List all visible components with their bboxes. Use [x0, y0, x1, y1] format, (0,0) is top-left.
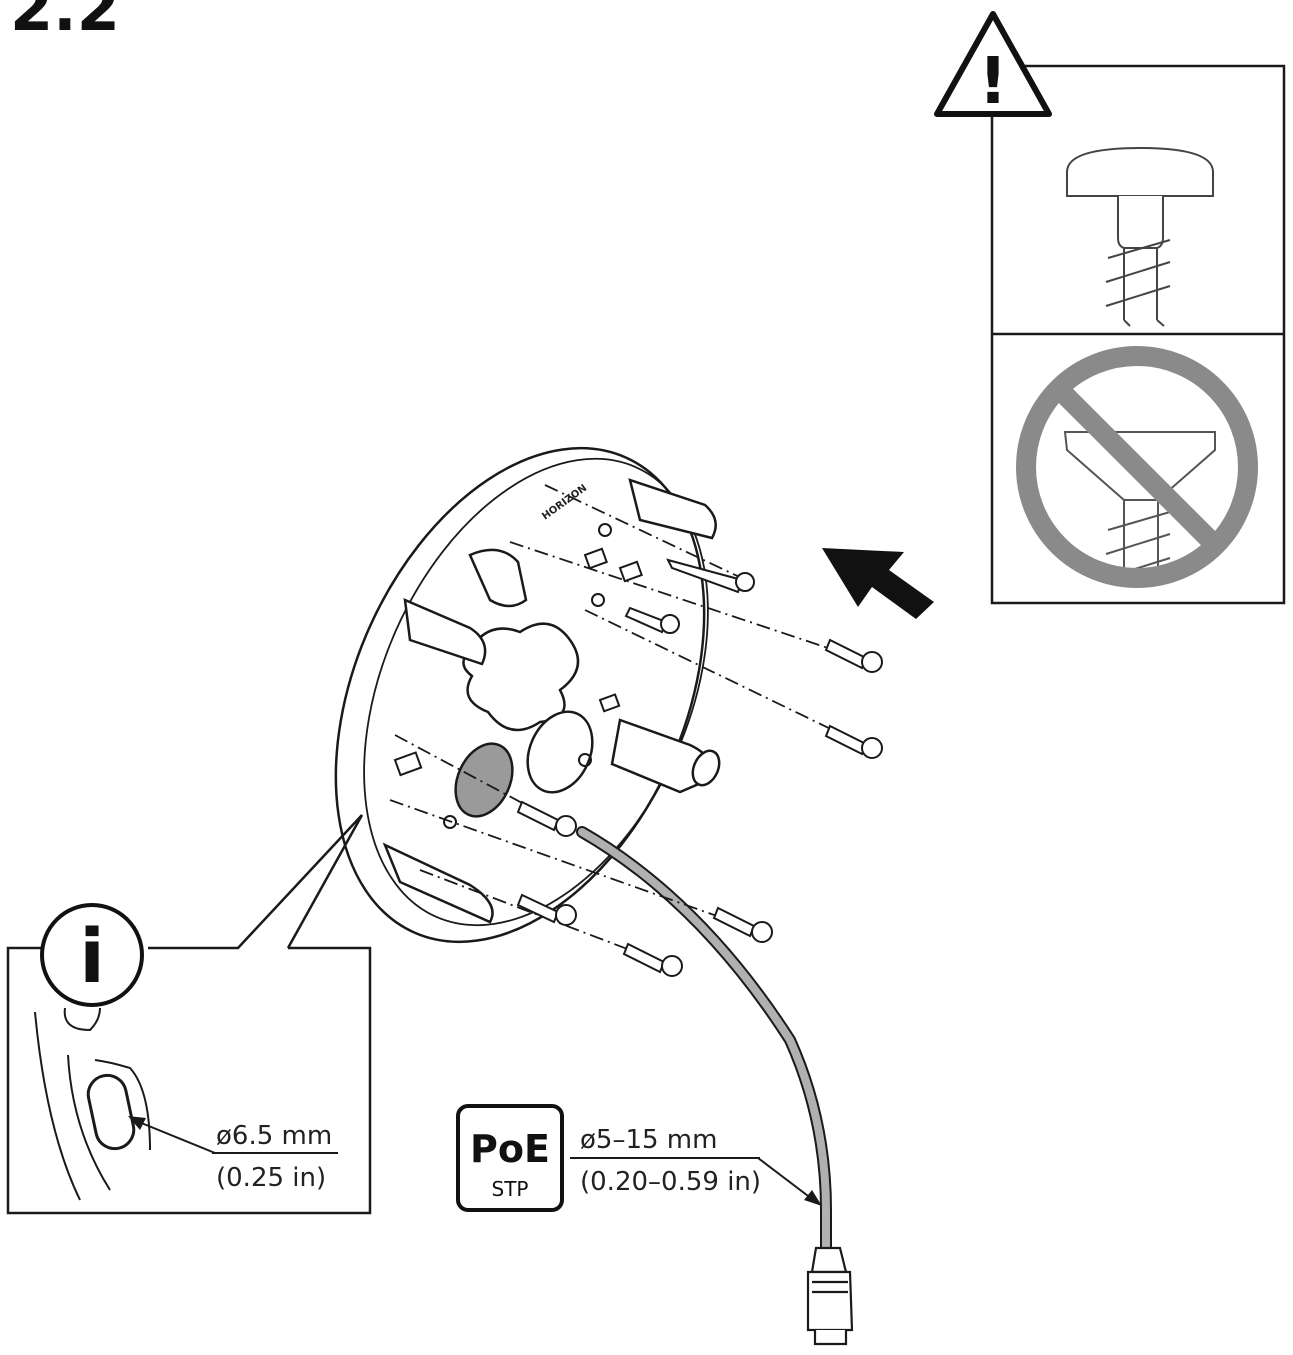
screw-4 — [824, 724, 883, 759]
hole-diameter-mm: ø6.5 mm — [216, 1121, 332, 1151]
cable-diameter-mm: ø5–15 mm — [580, 1125, 717, 1155]
screw-6 — [712, 906, 773, 943]
screw-8 — [516, 893, 577, 926]
hole-diameter-in: (0.25 in) — [216, 1163, 326, 1193]
screw-2 — [624, 606, 680, 634]
pan-head-screw-icon — [1066, 146, 1214, 327]
bracket-slots — [393, 523, 643, 829]
mounting-direction-arrow — [822, 548, 934, 619]
screw-1 — [666, 558, 755, 594]
poe-badge-title: PoE — [470, 1127, 550, 1171]
network-cable-fill — [578, 828, 830, 1254]
knockout-hole — [454, 742, 514, 818]
warning-icon: ! — [934, 11, 1052, 119]
poe-badge-subtitle: STP — [492, 1177, 529, 1201]
step-number: 2.2 — [10, 0, 120, 45]
rj45-connector-icon — [806, 1246, 854, 1346]
screw-3 — [824, 638, 883, 673]
screw-5 — [516, 800, 577, 837]
screw-warning-panel — [990, 64, 1286, 605]
poe-badge: PoE STP — [456, 1104, 564, 1212]
cable-diameter-in: (0.20–0.59 in) — [580, 1167, 761, 1197]
info-icon-glyph: i — [79, 914, 104, 1000]
screws — [516, 558, 883, 977]
screw-7 — [622, 942, 683, 977]
warning-icon-glyph: ! — [978, 45, 1007, 119]
info-icon: i — [40, 903, 144, 1007]
hole-size-callout: ø6.5 mm (0.25 in) — [128, 1116, 338, 1193]
hole-detail-panel — [6, 814, 372, 1215]
mounting-bracket: HORIZON — [334, 446, 721, 944]
cable-diameter-callout: ø5–15 mm (0.20–0.59 in) — [570, 1125, 822, 1206]
prohibited-icon — [1016, 346, 1258, 588]
